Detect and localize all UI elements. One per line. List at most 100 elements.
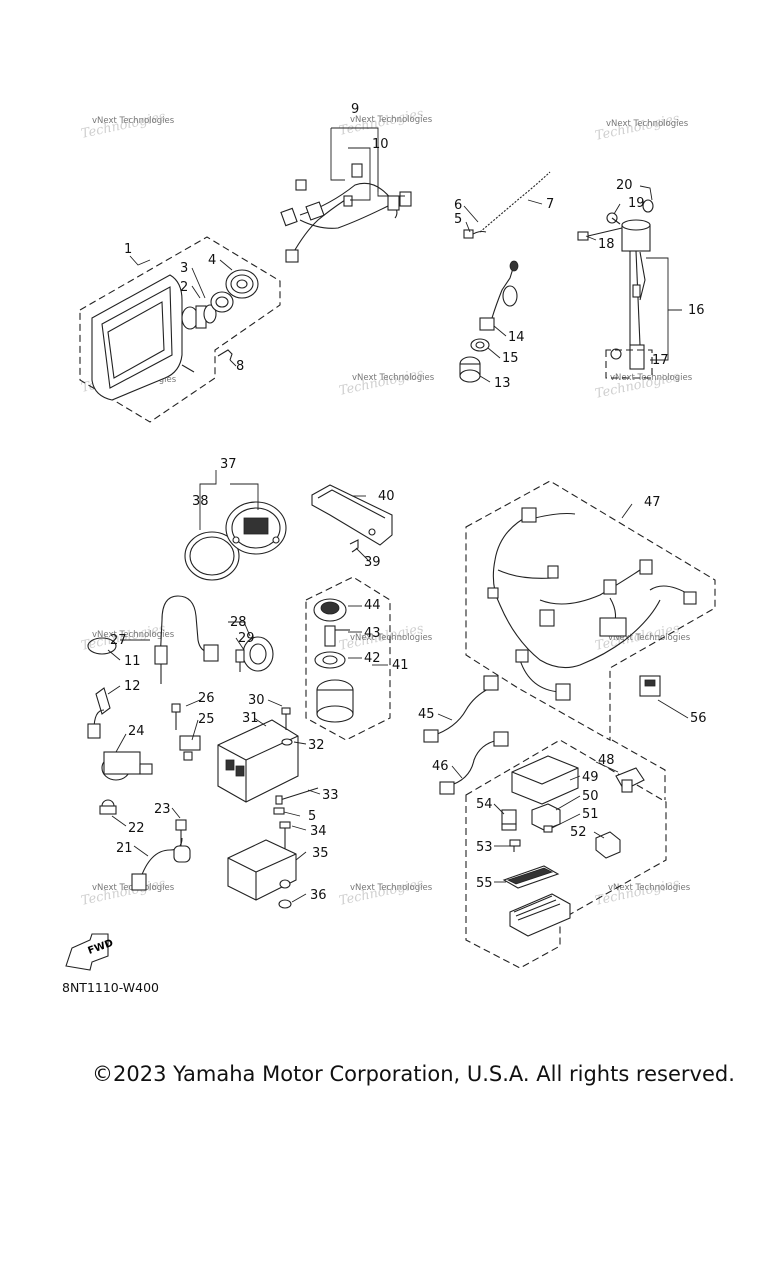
fuse-block[interactable]	[509, 893, 571, 937]
callout-24: 24	[128, 724, 145, 739]
callout-16: 16	[688, 303, 705, 318]
callout-15: 15	[502, 351, 519, 366]
callout-53: 53	[476, 840, 493, 855]
switch-cap[interactable]	[313, 598, 347, 622]
fuse-box[interactable]	[511, 755, 579, 805]
lead-wire-46[interactable]	[439, 731, 509, 795]
callout-13: 13	[494, 376, 511, 391]
clip-ring[interactable]	[87, 637, 117, 655]
headlight-bulb[interactable]	[181, 304, 217, 330]
drawing-code: 8NT1110-W400	[62, 980, 159, 995]
callout-39: 39	[364, 555, 381, 570]
callout-35: 35	[312, 846, 329, 861]
bulb-retainer[interactable]	[210, 291, 234, 313]
svg-text:vNext Technologies: vNext Technologies	[350, 115, 433, 125]
adjust-screw[interactable]	[217, 349, 233, 361]
svg-text:vNext Technologies: vNext Technologies	[608, 883, 691, 893]
relay-sensor[interactable]	[171, 703, 201, 761]
callout-45: 45	[418, 707, 435, 722]
headlight-assembly[interactable]	[91, 274, 195, 401]
callout-25: 25	[198, 712, 215, 727]
fuse-holder-52[interactable]	[595, 831, 621, 859]
control-module[interactable]	[227, 839, 297, 901]
meter-bezel-ring[interactable]	[184, 531, 240, 581]
callout-42: 42	[364, 651, 381, 666]
nut[interactable]	[278, 899, 292, 909]
fuse-cover-55[interactable]	[502, 865, 560, 889]
callout-26: 26	[198, 691, 215, 706]
callout-14: 14	[508, 330, 525, 345]
switch-key[interactable]	[324, 625, 350, 647]
washer[interactable]	[281, 738, 293, 746]
handlebar-switch[interactable]	[639, 675, 661, 697]
callout-49: 49	[582, 770, 599, 785]
control-unit[interactable]	[217, 719, 299, 803]
ignition-switch-assembly[interactable]	[479, 260, 519, 331]
main-wire-harness[interactable]	[487, 507, 697, 701]
horn[interactable]	[235, 636, 274, 672]
svg-text:vNext Technologies: vNext Technologies	[610, 373, 693, 383]
switch-nut[interactable]	[470, 338, 490, 352]
callout-20: 20	[616, 178, 633, 193]
main-switch-body[interactable]	[316, 679, 354, 723]
fuse-51[interactable]	[543, 825, 553, 833]
fuse-53[interactable]	[509, 839, 521, 852]
clamp[interactable]	[606, 212, 621, 225]
sensor-lead[interactable]	[154, 595, 219, 684]
callout-46: 46	[432, 759, 449, 774]
callout-55: 55	[476, 876, 493, 891]
svg-text:vNext Technologies: vNext Technologies	[606, 119, 689, 129]
speed-sensor-unit[interactable]	[87, 709, 153, 781]
harness-right-outline	[611, 739, 666, 800]
connector-48[interactable]	[615, 767, 645, 793]
fuel-sender-unit[interactable]	[610, 219, 651, 370]
svg-text:vNext Technologies: vNext Technologies	[350, 633, 433, 643]
corrugated-tube[interactable]	[479, 171, 551, 233]
callout-11: 11	[124, 654, 141, 669]
switch-washer[interactable]	[314, 651, 346, 669]
callout-54: 54	[476, 797, 493, 812]
switch-panel[interactable]	[311, 484, 393, 546]
cable-band[interactable]	[95, 687, 111, 715]
grommet[interactable]	[642, 199, 654, 213]
callout-6: 6	[454, 198, 462, 213]
lead-wire-45[interactable]	[423, 675, 499, 743]
callout-19: 19	[628, 196, 645, 211]
callout-47: 47	[644, 495, 661, 510]
callout-36: 36	[310, 888, 327, 903]
callout-50: 50	[582, 789, 599, 804]
callout-8: 8	[236, 359, 244, 374]
callout-41: 41	[392, 658, 409, 673]
bolt[interactable]	[281, 707, 291, 730]
switch-knob[interactable]	[459, 356, 481, 383]
cable-tie[interactable]	[463, 229, 487, 239]
dust-cover[interactable]	[225, 269, 259, 299]
headlight-harness[interactable]	[280, 163, 412, 263]
screw[interactable]	[175, 819, 187, 846]
cap-nut[interactable]	[99, 799, 117, 815]
callout-3: 3	[180, 261, 188, 276]
callout-51: 51	[582, 807, 599, 822]
callout-37: 37	[220, 457, 237, 472]
callout-27: 27	[110, 633, 127, 648]
bracket-bolt[interactable]	[275, 787, 319, 805]
callout-29: 29	[238, 631, 255, 646]
switch-group-outline	[305, 576, 391, 741]
multifunction-meter[interactable]	[225, 501, 287, 555]
callout-5: 5	[454, 212, 462, 227]
callout-4: 4	[208, 253, 216, 268]
clip[interactable]	[273, 807, 285, 815]
callout-30: 30	[248, 693, 265, 708]
mount-bolt[interactable]	[577, 227, 623, 241]
callout-52: 52	[570, 825, 587, 840]
callout-5b: 5	[308, 809, 316, 824]
callout-40: 40	[378, 489, 395, 504]
copyright-notice: ©2023 Yamaha Motor Corporation, U.S.A. A…	[92, 1062, 735, 1086]
panel-clip[interactable]	[349, 539, 359, 553]
relay-54[interactable]	[501, 809, 517, 831]
